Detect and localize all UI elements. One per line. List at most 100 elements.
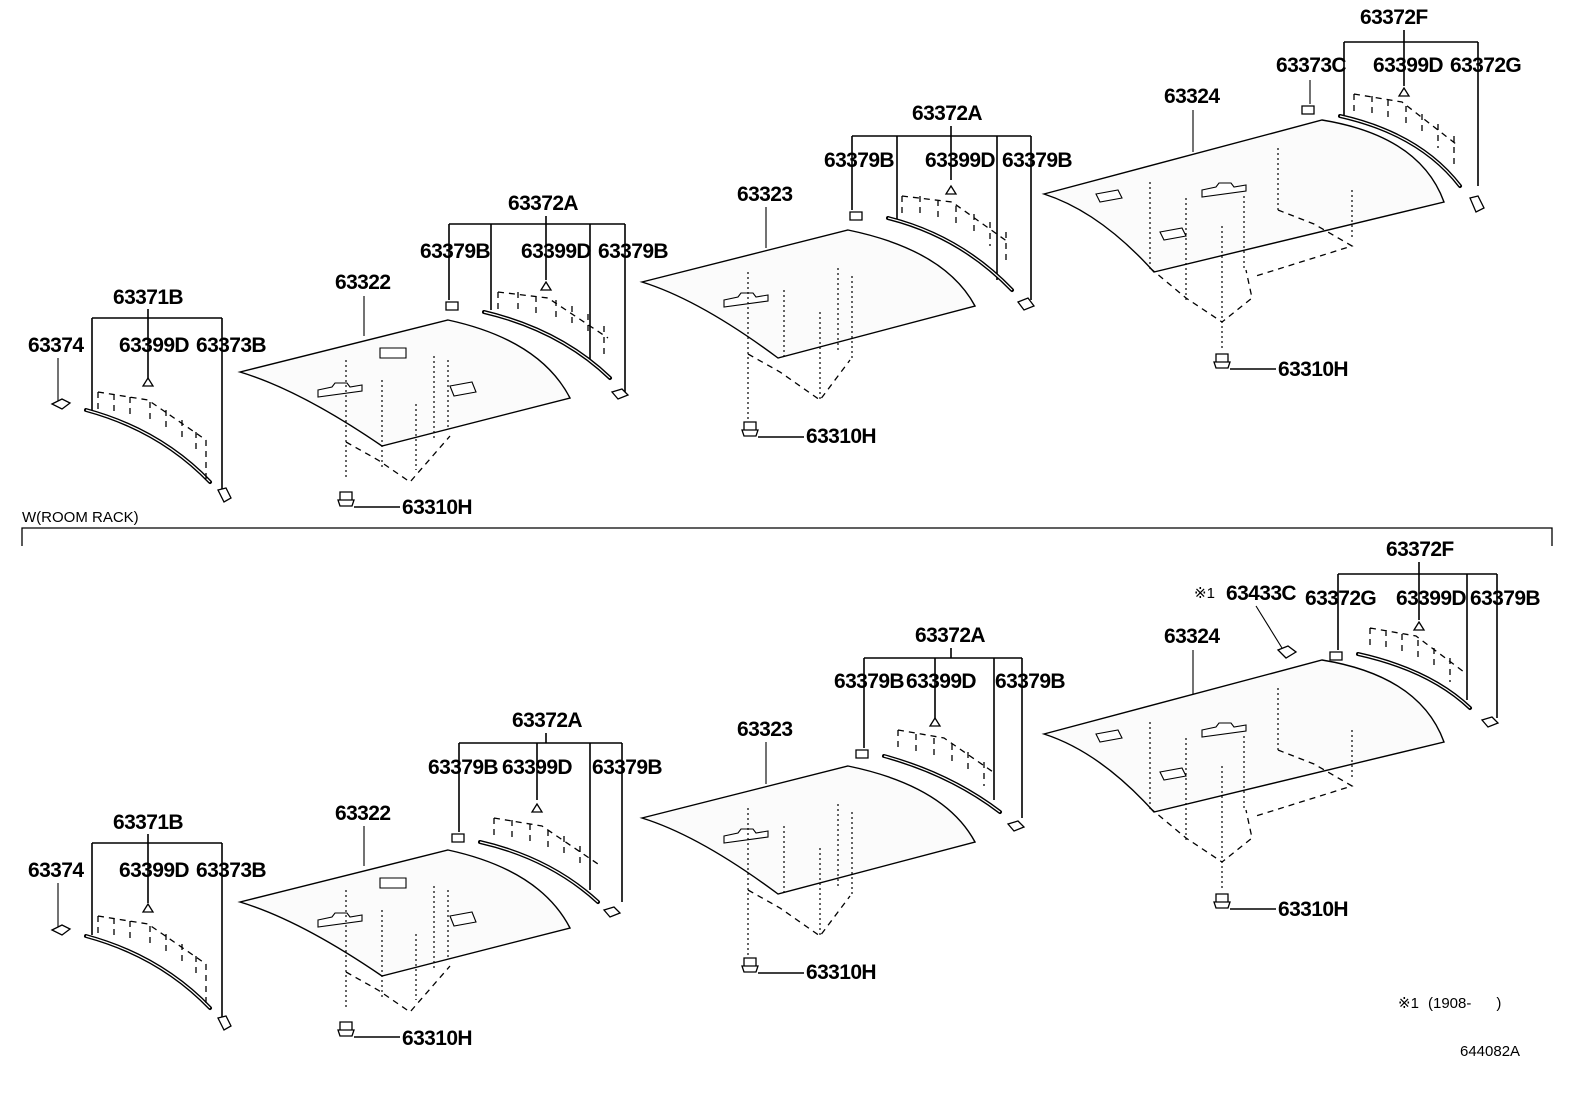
callout-label: 63372A xyxy=(512,709,582,732)
clip-63399D xyxy=(141,376,155,387)
clip-63399D xyxy=(1412,620,1426,631)
part-label: 63379B xyxy=(598,240,668,263)
panel-opening xyxy=(317,347,477,398)
clip-63399D xyxy=(141,902,155,913)
part-label: 63399D xyxy=(119,334,189,357)
callout-label: 63372A xyxy=(508,192,578,215)
part-label: 63379B xyxy=(420,240,490,263)
screw-label: 63310H xyxy=(1278,358,1348,381)
part-label: 63379B xyxy=(428,756,498,779)
clip-part xyxy=(610,388,630,400)
panel-label: 63323 xyxy=(737,718,792,741)
mounting-outline xyxy=(901,195,1009,262)
headlining-panel xyxy=(639,229,977,359)
bottom-rail-assembly-front: 63371B 63374 63399D 63373B xyxy=(28,811,267,1031)
part-label: 63379B xyxy=(824,149,894,172)
clip-part xyxy=(1016,297,1036,311)
mounting-outline xyxy=(1353,93,1457,166)
mounting-outline xyxy=(345,965,451,1013)
clip-part xyxy=(602,906,622,918)
clip-part xyxy=(445,301,459,311)
panel-label: 63323 xyxy=(737,183,792,206)
panel-opening xyxy=(723,828,769,844)
screw-63310H xyxy=(741,957,759,973)
rail-molding xyxy=(84,934,212,1010)
clip-63399D xyxy=(1397,86,1411,97)
callout-label: 63372F xyxy=(1360,6,1428,29)
footnote: ※1 (1908- ) xyxy=(1398,995,1501,1012)
panel-label: 63324 xyxy=(1164,625,1220,648)
clip-part xyxy=(855,749,869,759)
clip-part xyxy=(50,924,72,936)
clip-63433C xyxy=(1276,645,1298,659)
section-divider: W(ROOM RACK) xyxy=(21,509,1553,546)
screw-axis xyxy=(747,268,853,420)
screw-axis xyxy=(345,886,449,1010)
part-label: 63399D xyxy=(521,240,591,263)
divider-label: W(ROOM RACK) xyxy=(22,509,139,526)
divider-bracket xyxy=(21,527,1553,546)
clip-63399D xyxy=(530,802,544,813)
footnote-mark: ※1 xyxy=(1398,995,1419,1012)
part-label: 63399D xyxy=(925,149,995,172)
screw-axis xyxy=(747,804,853,956)
replacement-mark: ※1 xyxy=(1194,585,1215,602)
part-label: 63373B xyxy=(196,334,266,357)
screw-label: 63310H xyxy=(402,496,472,519)
callout-label: 63371B xyxy=(113,811,183,834)
mounting-outline xyxy=(1149,209,1354,323)
leader-line xyxy=(1255,605,1283,649)
screw-label: 63310H xyxy=(806,425,876,448)
screw-63310H xyxy=(1213,353,1231,369)
panel-opening xyxy=(1095,182,1247,241)
top-headlining-assembly-63324: 63324 63310H 63372F 63373C 63399D 63372G xyxy=(1041,6,1522,381)
callout-label: 63372F xyxy=(1386,538,1454,561)
leader-line xyxy=(863,648,1023,818)
part-label: 63379B xyxy=(834,670,904,693)
part-label: 63433C xyxy=(1226,582,1296,605)
clip-part xyxy=(217,487,232,503)
part-label: 63379B xyxy=(995,670,1065,693)
part-label: 63373B xyxy=(196,859,266,882)
part-label: 63373C xyxy=(1276,54,1346,77)
headlining-panel xyxy=(639,765,977,895)
leader-line xyxy=(1337,562,1498,718)
clip-part xyxy=(1006,820,1026,832)
clip-part xyxy=(50,398,72,410)
panel-label: 63324 xyxy=(1164,85,1220,108)
part-label: 63399D xyxy=(119,859,189,882)
mounting-outline xyxy=(345,435,451,483)
mounting-outline xyxy=(1369,627,1465,682)
panel-opening xyxy=(317,877,477,928)
screw-63310H xyxy=(741,421,759,437)
screw-label: 63310H xyxy=(806,961,876,984)
clip-part xyxy=(1329,651,1343,661)
part-label: 63374 xyxy=(28,859,84,882)
leader-line xyxy=(448,216,626,392)
clip-part xyxy=(1469,195,1485,213)
mounting-outline xyxy=(897,729,997,786)
part-label: 63399D xyxy=(502,756,572,779)
screw-63310H xyxy=(1213,893,1231,909)
leader-line xyxy=(91,309,223,498)
bottom-headlining-assembly-63322: 63322 63310H 63372A 63379B 63399D 63379B xyxy=(237,709,663,1050)
part-label: 63379B xyxy=(1002,149,1072,172)
clip-63399D xyxy=(928,716,942,727)
callout-label: 63372A xyxy=(915,624,985,647)
clip-63399D xyxy=(944,184,958,195)
top-headlining-assembly-63322: 63322 63310H 63372A 63379B 63399D 63379B xyxy=(237,192,669,519)
rail-molding xyxy=(84,408,212,484)
callout-label: 63372A xyxy=(912,102,982,125)
diagram-code: 644082A xyxy=(1460,1043,1520,1060)
clip-part xyxy=(451,833,465,843)
panel-label: 63322 xyxy=(335,802,390,825)
footnote-text: (1908- ) xyxy=(1428,995,1501,1012)
headlining-panel xyxy=(237,849,572,977)
leader-line xyxy=(1343,30,1479,186)
clip-part xyxy=(1301,105,1315,115)
part-label: 63379B xyxy=(592,756,662,779)
screw-axis xyxy=(345,356,449,480)
screw-axis xyxy=(1149,148,1353,350)
top-rail-assembly-front: 63371B 63374 63399D 63373B xyxy=(28,286,267,503)
bottom-headlining-assembly-63323: 63323 63310H 63372A 63379B 63399D 63379B xyxy=(639,624,1066,984)
